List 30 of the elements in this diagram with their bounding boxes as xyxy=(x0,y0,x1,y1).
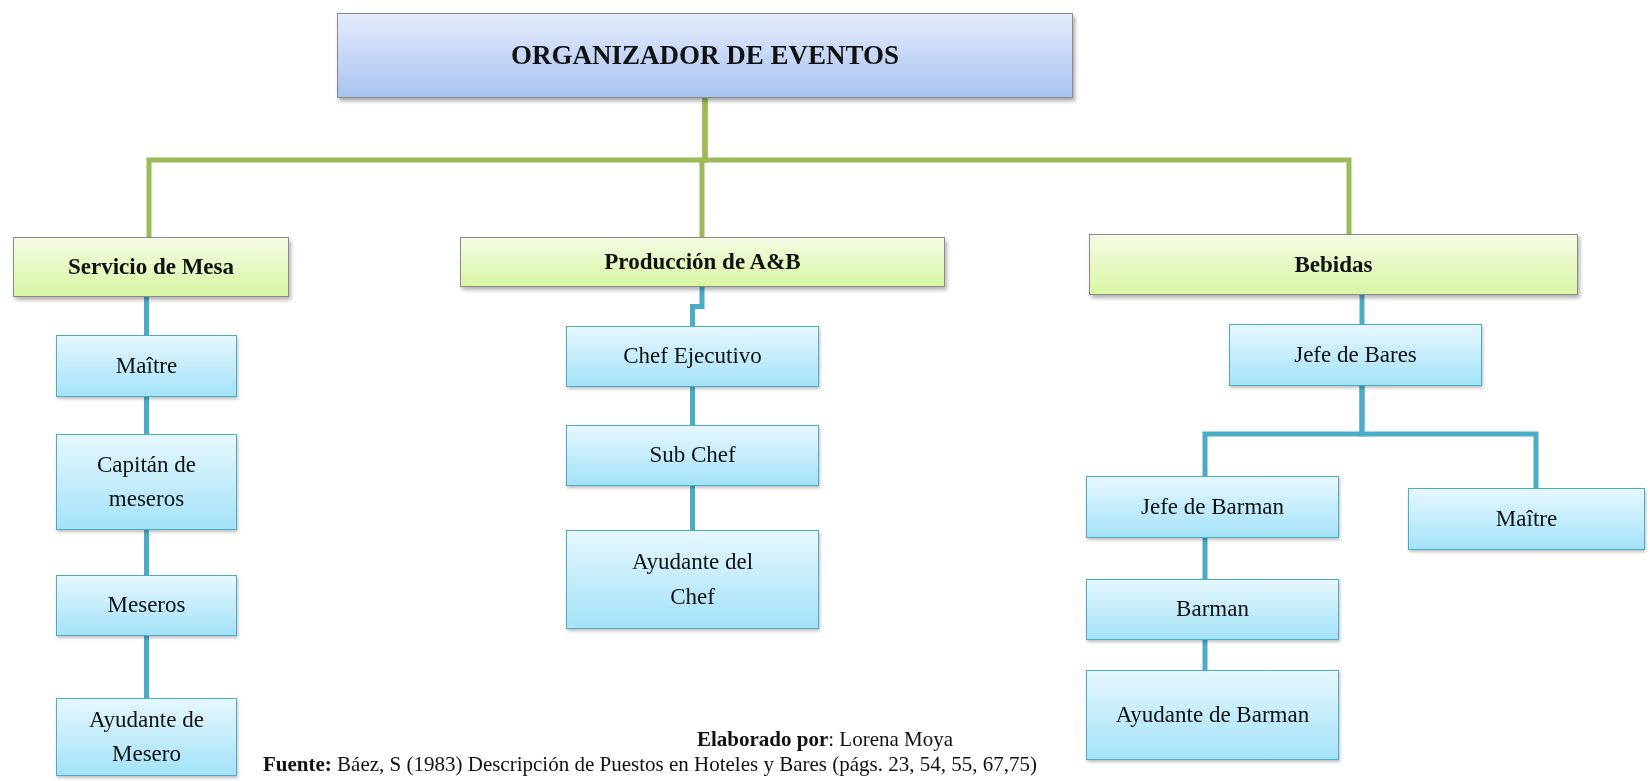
department-box: Producción de A&B xyxy=(460,237,945,287)
connector-line xyxy=(144,530,149,575)
source-citation: Fuente: Báez, S (1983) Descripción de Puestos en Hoteles y Bares (págs. 23, 54, 55, 67,75) xyxy=(263,752,1037,777)
department-box: Bebidas xyxy=(1089,234,1578,295)
position-box: Maître xyxy=(56,335,237,397)
connector-line xyxy=(1202,640,1208,670)
connector-line xyxy=(690,387,695,425)
position-box: Sub Chef xyxy=(566,425,819,486)
position-box: Maître xyxy=(1408,488,1645,550)
position-box: Barman xyxy=(1086,579,1339,640)
position-box: Jefe de Bares xyxy=(1229,324,1482,386)
connector-line xyxy=(690,287,705,326)
connector-line xyxy=(1359,295,1365,324)
position-box: Ayudante de Mesero xyxy=(56,698,237,776)
connector-line xyxy=(702,98,1352,234)
connector-line xyxy=(144,636,149,698)
connector-line xyxy=(144,297,149,335)
position-box: Capitán de meseros xyxy=(56,434,237,530)
department-box: Servicio de Mesa xyxy=(13,237,289,297)
title-box: ORGANIZADOR DE EVENTOS xyxy=(337,13,1073,98)
connector-line xyxy=(690,486,695,530)
position-box: Chef Ejecutivo xyxy=(566,326,819,387)
position-box: Ayudante de Barman xyxy=(1086,670,1339,760)
author-credit: Elaborado por: Lorena Moya xyxy=(696,727,954,752)
connector-line xyxy=(1359,386,1539,488)
position-box: Jefe de Barman xyxy=(1086,476,1339,538)
position-box: Ayudante del Chef xyxy=(566,530,819,629)
connector-line xyxy=(1202,538,1208,579)
connector-line xyxy=(144,397,149,434)
position-box: Meseros xyxy=(56,575,237,636)
